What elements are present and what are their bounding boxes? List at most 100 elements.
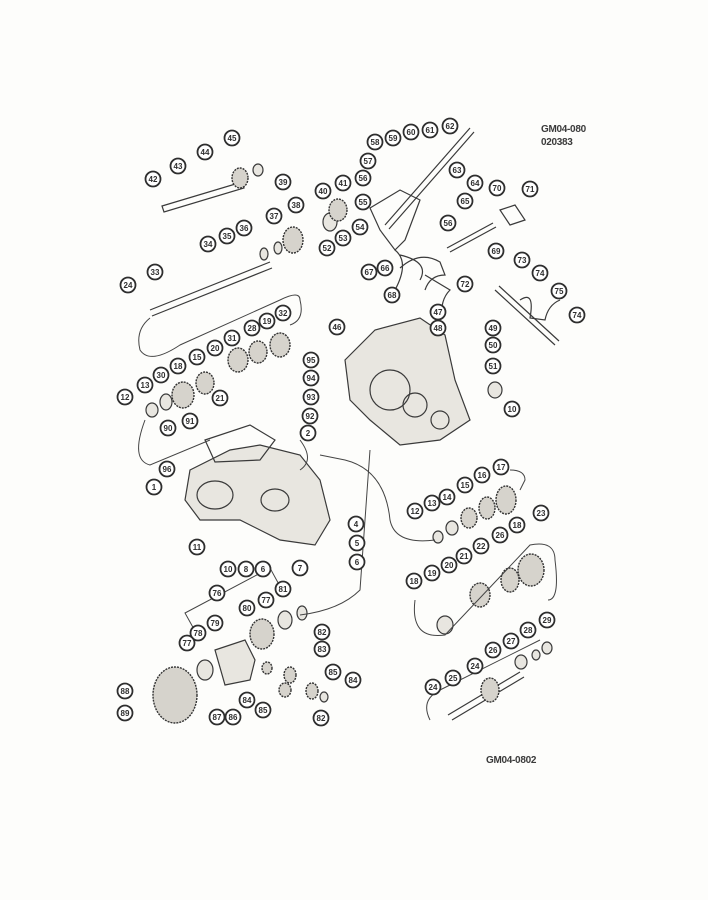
callout-34: 34 (199, 235, 217, 253)
bearing (145, 402, 159, 418)
callout-92: 92 (301, 407, 319, 425)
group-bracket (138, 419, 211, 466)
callout-number: 10 (508, 405, 517, 414)
callout-47: 47 (429, 303, 447, 321)
callout-number: 84 (243, 696, 252, 705)
callout-53: 53 (334, 229, 352, 247)
callout-number: 10 (224, 565, 233, 574)
callout-circle (424, 678, 442, 696)
callout-72: 72 (456, 275, 474, 293)
callout-number: 25 (449, 674, 458, 683)
callout-number: 61 (426, 126, 435, 135)
callout-number: 38 (292, 201, 301, 210)
callout-circle (354, 193, 372, 211)
callout-circle (302, 351, 320, 369)
callout-number: 49 (489, 324, 498, 333)
callout-circle (254, 560, 272, 578)
callout-65: 65 (456, 192, 474, 210)
callout-number: 34 (204, 240, 213, 249)
callout-8: 8 (237, 560, 255, 578)
callout-circle (440, 556, 458, 574)
callout-circle (531, 264, 549, 282)
callout-number: 80 (243, 604, 252, 613)
callout-29: 29 (538, 611, 556, 629)
callout-circle (568, 306, 586, 324)
callout-number: 56 (359, 174, 368, 183)
callout-30: 30 (152, 366, 170, 384)
callout-number: 28 (248, 324, 257, 333)
callout-number: 6 (355, 558, 360, 567)
callout-circle (119, 276, 137, 294)
callout-20: 20 (206, 339, 224, 357)
callout-circle (254, 701, 272, 719)
callout-circle (136, 376, 154, 394)
callout-number: 18 (174, 362, 183, 371)
shift-fork (394, 249, 424, 291)
callout-number: 64 (471, 179, 480, 188)
callout-number: 74 (536, 269, 545, 278)
ring-gear (152, 666, 198, 724)
callout-93: 93 (302, 388, 320, 406)
callout-circle (159, 419, 177, 437)
callout-96: 96 (158, 460, 176, 478)
callout-10: 10 (503, 400, 521, 418)
callout-circle (366, 133, 384, 151)
callout-74: 74 (531, 264, 549, 282)
gear (495, 485, 517, 515)
callout-circle (218, 227, 236, 245)
callout-circle (473, 466, 491, 484)
callout-45: 45 (223, 129, 241, 147)
callout-87: 87 (208, 708, 226, 726)
callout-number: 24 (471, 662, 480, 671)
callout-number: 51 (489, 362, 498, 371)
callout-number: 56 (444, 219, 453, 228)
callout-18: 18 (169, 357, 187, 375)
callout-number: 85 (329, 668, 338, 677)
callout-circle (206, 614, 224, 632)
callout-number: 24 (429, 683, 438, 692)
callout-circle (258, 312, 276, 330)
callout-circle (550, 282, 568, 300)
callout-25: 25 (444, 669, 462, 687)
callout-40: 40 (314, 182, 332, 200)
callout-number: 70 (493, 184, 502, 193)
callout-5: 5 (348, 534, 366, 552)
callout-number: 53 (339, 234, 348, 243)
callout-number: 77 (262, 596, 271, 605)
gear (171, 381, 195, 409)
callout-circle (116, 388, 134, 406)
callout-number: 30 (157, 371, 166, 380)
callout-23: 23 (532, 504, 550, 522)
callout-circle (314, 182, 332, 200)
callout-circle (188, 538, 206, 556)
callout-circle (199, 235, 217, 253)
callout-circle (429, 303, 447, 321)
bearing (277, 610, 293, 630)
gear (231, 167, 249, 189)
callout-circle (224, 708, 242, 726)
callout-circle (423, 494, 441, 512)
callout-circle (466, 174, 484, 192)
callout-circle (146, 263, 164, 281)
callout-circle (376, 259, 394, 277)
gear (195, 371, 215, 395)
callout-circle (383, 286, 401, 304)
callout-circle (351, 218, 369, 236)
callout-circle (359, 152, 377, 170)
callout-number: 19 (428, 569, 437, 578)
callout-circle (513, 251, 531, 269)
callout-number: 40 (319, 187, 328, 196)
callout-18: 18 (508, 516, 526, 534)
callout-number: 96 (163, 465, 172, 474)
callout-circle (354, 169, 372, 187)
callout-number: 91 (186, 417, 195, 426)
callout-82: 82 (313, 623, 331, 641)
callout-circle (444, 669, 462, 687)
housing-bore (402, 392, 428, 418)
callout-number: 63 (453, 166, 462, 175)
group-bracket (413, 543, 557, 637)
callout-26: 26 (484, 641, 502, 659)
callout-number: 18 (410, 577, 419, 586)
callout-75: 75 (550, 282, 568, 300)
callout-18: 18 (405, 572, 423, 590)
